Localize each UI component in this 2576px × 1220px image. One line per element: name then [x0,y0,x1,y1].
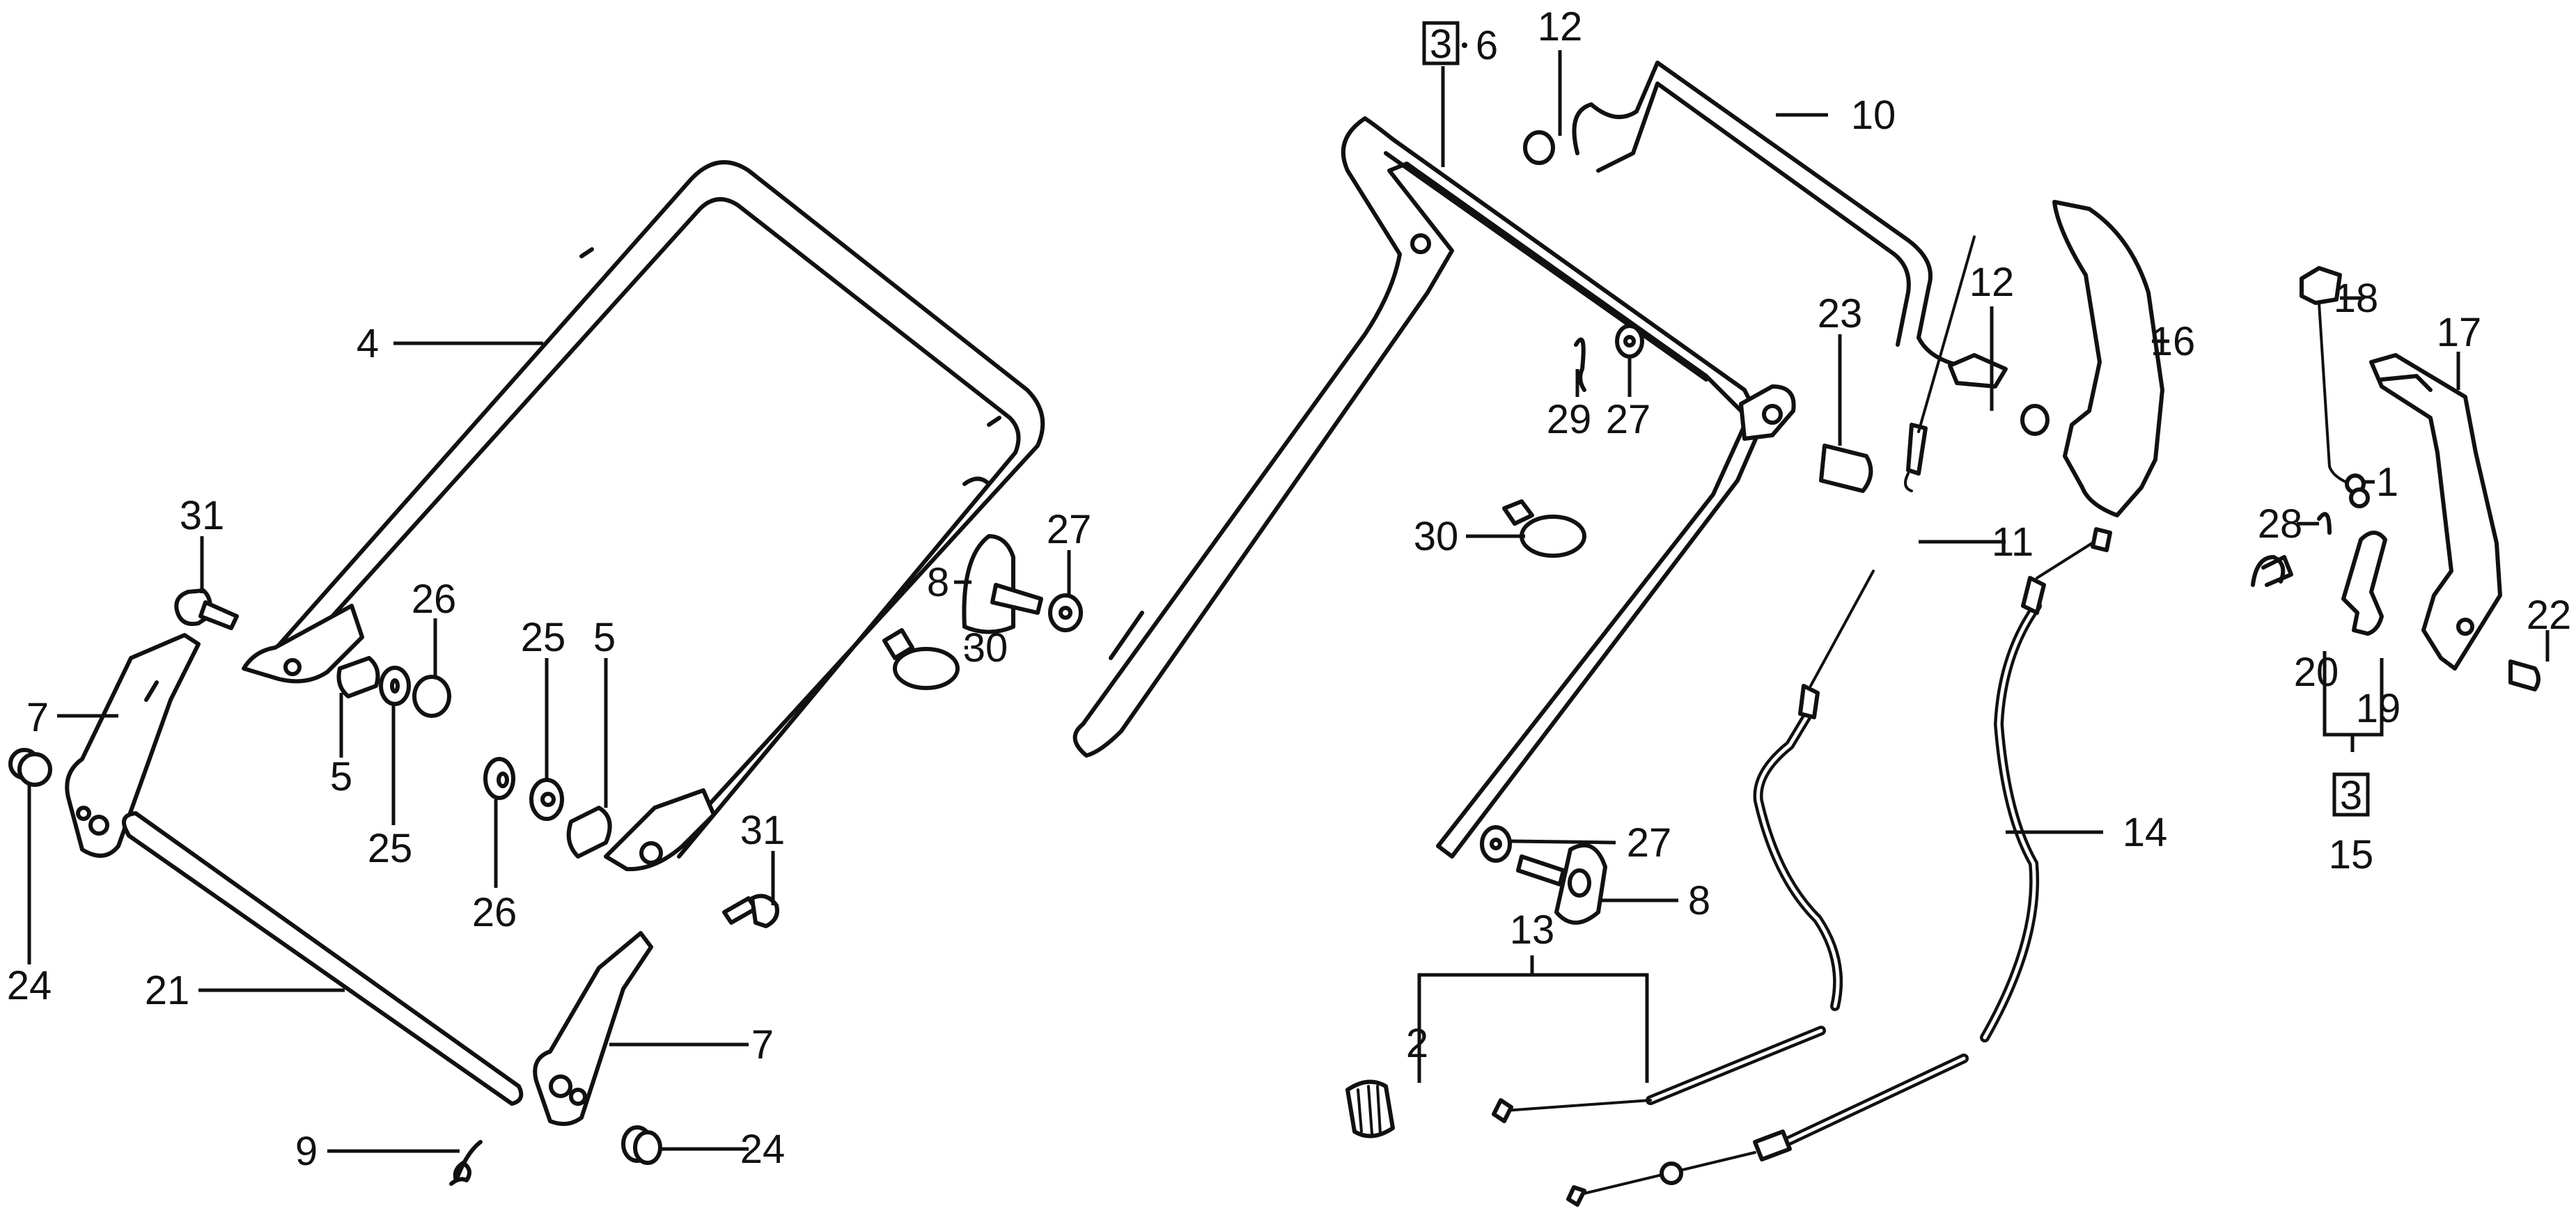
part-8-knob-right [1516,843,1607,925]
part-1-nut [2345,474,2370,508]
callout-11: 11 [1992,519,2034,565]
part-17-bracket [2369,353,2502,671]
part-27-washer-low [1480,825,1512,863]
part-30-clamp-right [1502,499,1586,558]
svg-text:3: 3 [1430,22,1452,67]
part-26-nut-b [483,757,515,800]
part-31-bolt-left [174,588,239,630]
callout-17: 17 [2437,310,2482,355]
callout-31-right: 31 [740,808,786,853]
part-5-collar-a [336,656,380,698]
part-14-cable [1566,527,2112,1207]
part-23-pin [1819,444,1873,493]
part-28-clip [2317,512,2332,535]
callout-7-right: 7 [751,1022,774,1068]
part-12-cap-b [2020,404,2050,436]
svg-text:15: 15 [2329,832,2374,877]
callout-12-b: 12 [1969,260,2015,305]
part-6-bracket [1739,384,1796,441]
part-13-cable [1492,570,1875,1123]
callout-19: 19 [2356,686,2401,731]
part-27-washer-left [1048,593,1083,632]
callout-18: 18 [2334,276,2379,321]
part-20-spring [2251,555,2293,587]
callout-2: 2 [1406,1021,1428,1066]
callout-13: 13 [1510,907,1555,953]
callout-23: 23 [1818,291,1863,336]
callout-16: 16 [2150,319,2196,364]
callout-3-15: 3 15 [2329,772,2374,877]
part-12-cap-a [1523,130,1555,165]
callout-30-left: 30 [963,625,1008,671]
part-25-washer-a [379,666,411,706]
part-27-washer-mid [1615,324,1644,359]
callout-14: 14 [2123,810,2168,855]
svg-text:3: 3 [2340,773,2362,818]
part-9-clip [449,1140,483,1186]
part-4-right-bracket [604,788,716,872]
callout-21: 21 [145,968,190,1013]
callout-26-a: 26 [412,577,457,622]
part-7-right-lever [533,931,653,1126]
part-5-collar-b [566,806,612,859]
callout-8-right: 8 [1688,878,1710,923]
callout-27-mid: 27 [1606,397,1651,442]
part-24-nut-left [8,748,52,787]
callout-24-right: 24 [740,1127,786,1172]
part-29-pin [1574,337,1586,392]
part-7-left-lever [65,633,201,858]
callout-3-6: 3 6 [1422,21,1498,68]
part-26-nut-a [412,675,451,718]
callout-27-low: 27 [1627,820,1672,866]
callout-1: 1 [2376,460,2398,505]
svg-text:6: 6 [1476,23,1498,68]
part-24-nut-right [621,1125,662,1165]
callout-27-left: 27 [1047,507,1092,552]
leader-lines [27,50,2550,1153]
callout-26-b: 26 [472,890,517,935]
callout-25-a: 25 [368,826,413,871]
callout-5-b: 5 [593,615,616,660]
callout-12-a: 12 [1538,4,1583,49]
callout-29: 29 [1547,397,1592,442]
part-22-bolt [2508,659,2540,691]
part-30-clamp-left [882,628,960,690]
part-11-spring-rod [1904,235,1976,492]
part-6-upper-handle [1072,116,1796,859]
part-8-knob-left [962,534,1043,634]
callout-31-left: 31 [180,493,225,538]
part-2-spring [1345,1079,1395,1139]
callout-28: 28 [2258,501,2303,547]
part-25-washer-b [529,778,564,821]
callout-24-left: 24 [7,963,52,1008]
part-31-bolt-right [722,893,779,928]
callout-25-b: 25 [521,615,566,660]
callout-8-left: 8 [927,560,949,605]
callout-7-left: 7 [26,695,49,740]
callout-20: 20 [2294,650,2339,695]
callout-22: 22 [2527,593,2572,638]
callout-10: 10 [1851,93,1896,138]
callout-4: 4 [357,321,379,366]
callout-5-a: 5 [330,754,352,799]
part-4-lower-handle [242,160,1045,872]
callout-9: 9 [295,1129,318,1174]
callout-30-right: 30 [1414,514,1459,559]
part-21-shaft [121,811,524,1106]
part-19-lever [2341,531,2387,636]
part-4-left-bracket [242,604,364,684]
part-16-lever [2052,200,2164,517]
callout-labels: 4 31 7 24 5 25 26 25 5 26 31 21 7 9 24 8… [7,4,2572,1174]
